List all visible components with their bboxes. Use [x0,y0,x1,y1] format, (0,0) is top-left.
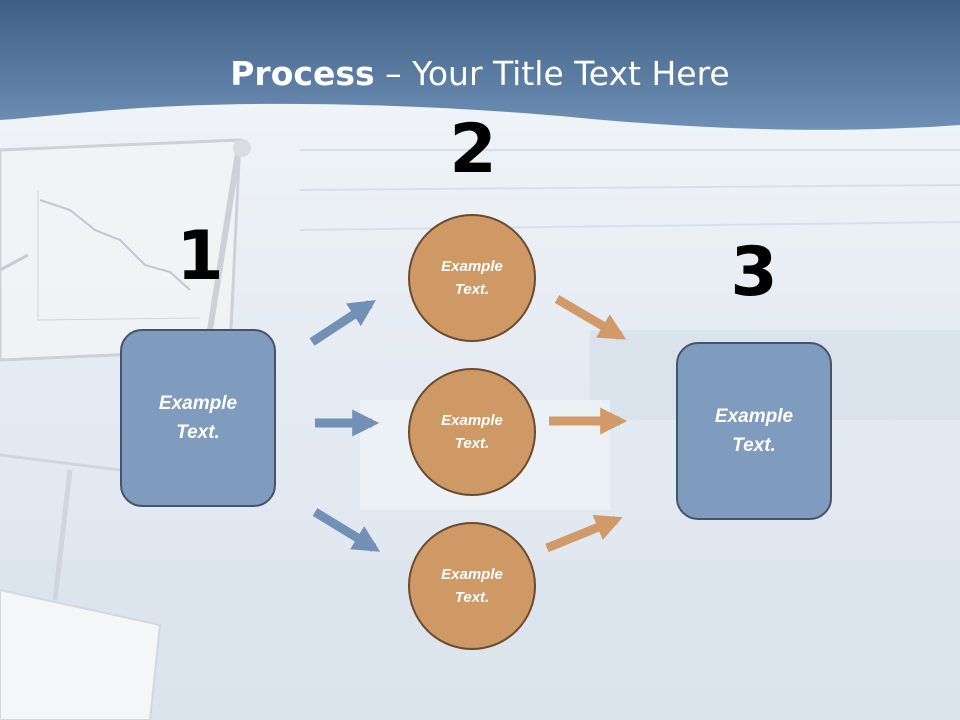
title-separator: – [374,54,413,93]
step-number-3: 3 [730,233,778,312]
title-rest: Your Title Text Here [412,54,730,93]
arrow-1-to-top [309,300,377,346]
step-2-top-text: Example Text. [441,258,503,298]
step-1-text: Example Text. [158,393,238,443]
flipchart-board [0,138,251,601]
step-3-box: Example Text. [676,342,832,520]
arrow-bottom-to-3 [545,514,623,553]
step-2-circle-bottom: Example Text. [408,522,536,650]
step-2-circle-top: Example Text. [408,214,536,342]
step-number-2: 2 [449,110,497,189]
step-2-bottom-text: Example Text. [441,566,503,606]
arrow-top-to-3 [554,295,627,340]
title-bold: Process [230,54,375,93]
slide-title: Process – Your Title Text Here [0,52,960,96]
step-2-middle-text: Example Text. [441,412,503,452]
step-number-1: 1 [176,217,224,296]
step-3-text: Example Text. [714,406,794,456]
step-1-box: Example Text. [120,329,276,507]
step-2-circle-middle: Example Text. [408,368,536,496]
arrow-1-to-bottom [312,508,381,552]
